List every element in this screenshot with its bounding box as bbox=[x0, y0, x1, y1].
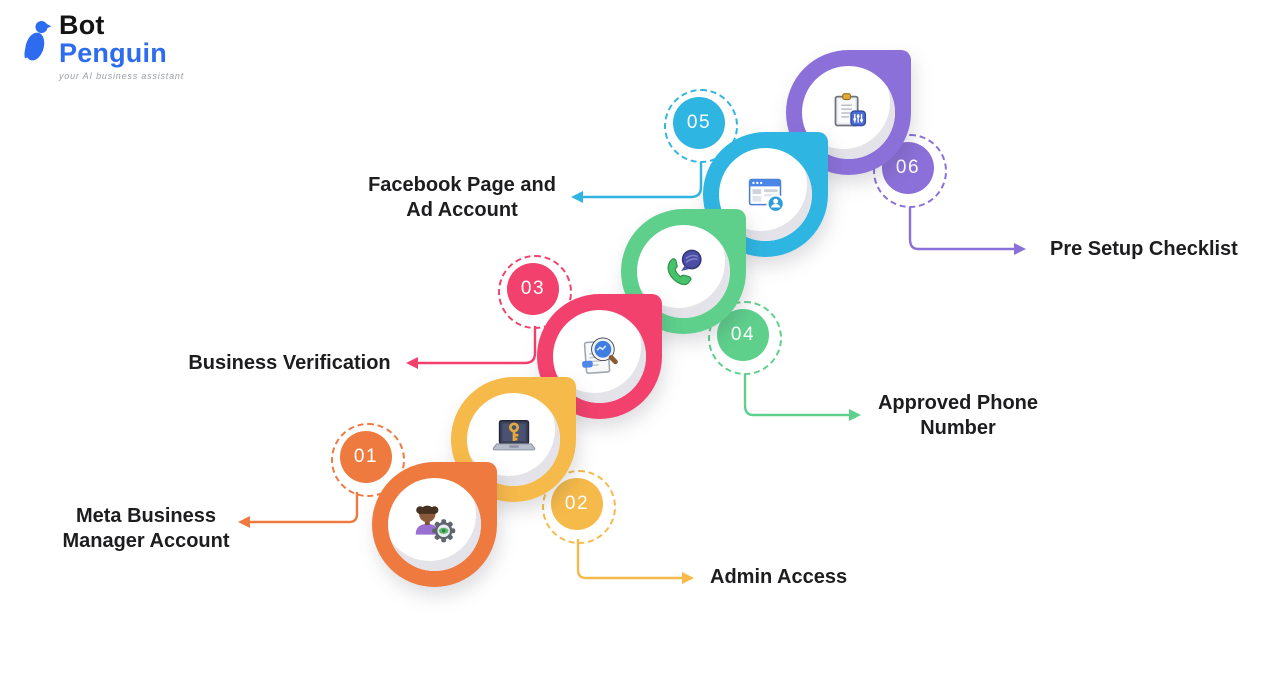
step-label: Facebook Page and Ad Account bbox=[368, 174, 556, 221]
laptop-key-icon bbox=[492, 419, 535, 450]
step-label: Meta Business Manager Account bbox=[62, 505, 230, 552]
step-icon-badge bbox=[786, 50, 911, 175]
logo-title-penguin: Penguin bbox=[59, 38, 167, 68]
penguin-logo-icon bbox=[24, 21, 52, 61]
connector-arrow bbox=[743, 374, 861, 421]
step-number-badge: 01 bbox=[331, 423, 405, 497]
botpenguin-logo: Bot Penguin your AI business assistant bbox=[22, 12, 184, 81]
step-number-badge: 03 bbox=[498, 255, 572, 329]
document-search-icon bbox=[581, 337, 618, 374]
browser-user-icon bbox=[748, 178, 785, 213]
connector-arrow bbox=[406, 326, 537, 369]
connector-arrow bbox=[576, 539, 694, 584]
connector-arrow bbox=[238, 492, 359, 528]
step-number-badge: 06 bbox=[873, 134, 947, 208]
step-label: Pre Setup Checklist bbox=[1050, 238, 1238, 260]
step-number: 04 bbox=[717, 309, 769, 361]
logo-title-bot: Bot bbox=[59, 10, 105, 40]
step-label: Admin Access bbox=[710, 566, 848, 588]
step-label: Approved Phone Number bbox=[877, 392, 1038, 439]
clipboard-settings-icon bbox=[834, 92, 866, 126]
connector-arrow bbox=[571, 162, 703, 203]
logo-tagline: your AI business assistant bbox=[59, 71, 185, 81]
step-number-badge: 05 bbox=[664, 89, 738, 163]
person-gear-icon bbox=[415, 505, 455, 542]
step-number-badge: 04 bbox=[708, 301, 782, 375]
step-number: 05 bbox=[673, 97, 725, 149]
phone-globe-icon bbox=[667, 249, 702, 285]
step-icon-badge bbox=[372, 462, 497, 587]
step-number: 01 bbox=[340, 431, 392, 483]
step-number: 02 bbox=[551, 478, 603, 530]
step-number-badge: 02 bbox=[542, 470, 616, 544]
connector-arrow bbox=[908, 207, 1026, 255]
step-number: 03 bbox=[507, 263, 559, 315]
step-label: Business Verification bbox=[188, 352, 391, 374]
